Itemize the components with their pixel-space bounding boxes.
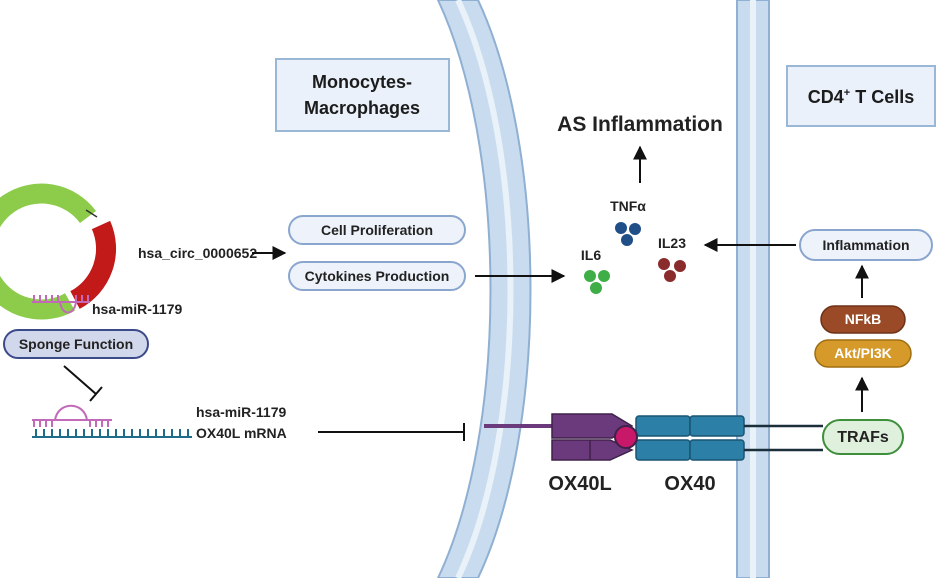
inflammation-label: Inflammation [822, 237, 909, 253]
mirna-top [32, 295, 90, 314]
circrna-ring [0, 183, 117, 320]
left-membrane [436, 0, 532, 578]
cell-prolif-label: Cell Proliferation [321, 222, 433, 238]
cd4-rest: T Cells [850, 87, 914, 107]
sponge-label: Sponge Function [19, 336, 133, 352]
cell-proliferation-pill: Cell Proliferation [288, 215, 466, 245]
mir-top-label: hsa-miR-1179 [92, 301, 182, 317]
cd4-t-cells-box: CD4+ T Cells [786, 65, 936, 127]
monocytes-label-line2: Macrophages [304, 98, 420, 118]
sponge-inhibition [63, 365, 103, 402]
monocytes-macrophages-box: Monocytes- Macrophages [275, 58, 450, 132]
il6-dots [584, 270, 610, 294]
il23-dots [658, 258, 686, 282]
cytokines-production-pill: Cytokines Production [288, 261, 466, 291]
mrna-inhibition-arrow [318, 423, 465, 441]
circ-label: hsa_circ_0000652 [138, 245, 257, 261]
akt-label: Akt/PI3K [834, 345, 892, 361]
ox40l-ox40-complex [484, 413, 823, 461]
akt-pi3k-pill: Akt/PI3K [814, 339, 912, 368]
cd4-t-cells-label: CD4+ T Cells [808, 87, 914, 107]
cd4-main: CD4 [808, 87, 844, 107]
il6-label: IL6 [581, 247, 601, 263]
nfkb-label: NFkB [845, 311, 882, 327]
cd4-sup: + [844, 87, 850, 99]
cytokines-label: Cytokines Production [305, 268, 450, 284]
ox40l-mrna [32, 429, 192, 438]
il23-label: IL23 [658, 235, 686, 251]
right-membrane [736, 0, 770, 578]
tnfa-label: TNFα [610, 198, 646, 214]
mirna-bottom [32, 404, 112, 427]
nfkb-pill: NFkB [820, 305, 906, 334]
tnfa-dots [615, 222, 641, 246]
inflammation-pill: Inflammation [799, 229, 933, 261]
mir-bottom-label: hsa-miR-1179 [196, 404, 286, 420]
ox40l-mrna-label: OX40L mRNA [196, 425, 287, 441]
ox40l-label: OX40L [548, 473, 611, 495]
trafs-label: TRAFs [837, 429, 889, 446]
as-inflammation-label: AS Inflammation [557, 113, 723, 136]
sponge-function-pill: Sponge Function [3, 329, 149, 359]
trafs-pill: TRAFs [822, 419, 904, 455]
monocytes-label-line1: Monocytes- [312, 72, 412, 92]
ox40-label: OX40 [664, 473, 715, 495]
